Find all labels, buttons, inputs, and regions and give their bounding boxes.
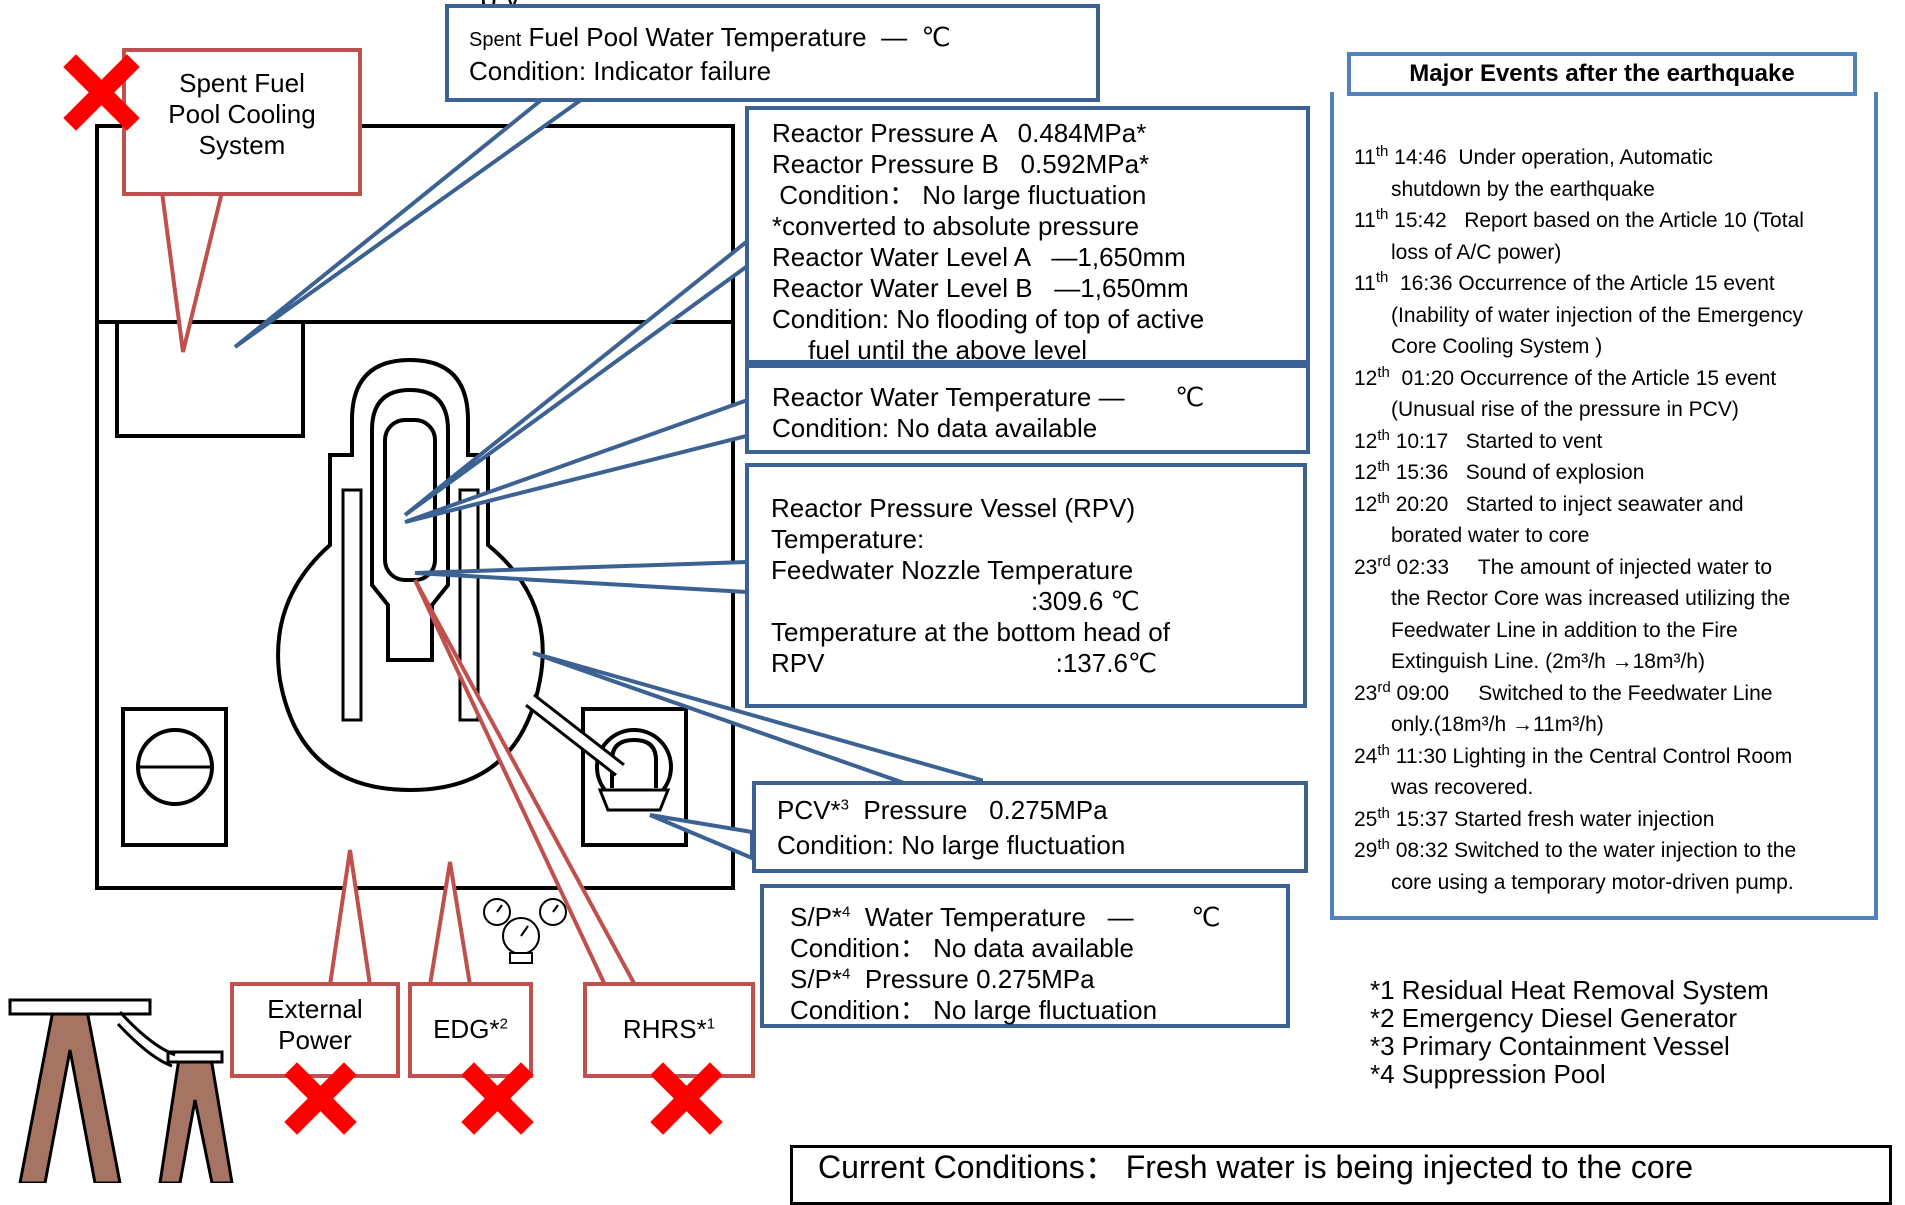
spent-fuel-pool — [115, 320, 305, 438]
core — [383, 418, 437, 582]
reactor-water-temperature-callout: Reactor Water Temperature — ℃ Condition:… — [745, 364, 1310, 454]
event-item: 12th 01:20 Occurrence of the Article 15 … — [1354, 363, 1777, 422]
failure-cross-icon — [284, 1062, 357, 1135]
event-item: 23rd 09:00 Switched to the Feedwater Lin… — [1354, 678, 1773, 737]
event-item: 12th 20:20 Started to inject seawater an… — [1354, 489, 1744, 548]
edg-label: EDG*2 — [408, 982, 533, 1078]
event-item: 29th 08:32 Switched to the water injecti… — [1354, 836, 1797, 894]
shield-wall-left — [341, 488, 363, 722]
spent-fuel-pool-cooling-label: Spent Fuel Pool Cooling System — [122, 48, 362, 196]
power-pylon-icon — [8, 998, 234, 1183]
event-item: 12th 15:36 Sound of explosion — [1354, 458, 1645, 484]
rpv-temperature-callout: Reactor Pressure Vessel (RPV) Temperatur… — [745, 463, 1307, 708]
blue-callout-pointers — [233, 95, 983, 862]
suppression-pool-box — [581, 707, 688, 847]
major-events-title: Major Events after the earthquake — [1347, 52, 1857, 96]
red-callout-pointers — [159, 190, 639, 987]
reactor-pressure-level-callout: Reactor Pressure A 0.484MPa* Reactor Pre… — [745, 106, 1310, 365]
left-equipment-box — [121, 707, 228, 847]
event-item: 23rd 02:33 The amount of injected water … — [1354, 552, 1791, 674]
event-item: 25th 15:37 Started fresh water injection — [1354, 804, 1715, 831]
failure-cross-icon — [461, 1062, 534, 1135]
footnotes: *1 Residual Heat Removal System *2 Emerg… — [1370, 975, 1769, 1089]
pcv-pressure-callout: PCV*3 Pressure 0.275MPa Condition: No la… — [752, 781, 1308, 873]
failure-cross-icon — [63, 54, 140, 131]
failure-cross-icon — [650, 1062, 723, 1135]
event-item: 12th 10:17 Started to vent — [1354, 426, 1603, 453]
event-item: 24th 11:30 Lighting in the Central Contr… — [1354, 741, 1793, 800]
external-power-label: External Power — [230, 982, 400, 1078]
event-item: 11th 15:42 Report based on the Article 1… — [1354, 206, 1804, 264]
suppression-pool-callout: S/P*4 Water Temperature — ℃ Condition： N… — [760, 884, 1290, 1028]
current-conditions: Current Conditions： Fresh water is being… — [790, 1145, 1892, 1205]
spent-fuel-pool-temperature-callout: Spent Fuel Pool Water Temperature — ℃ Co… — [445, 4, 1100, 102]
shield-wall-right — [458, 488, 480, 722]
event-item: 11th 16:36 Occurrence of the Article 15 … — [1354, 269, 1804, 358]
gauges-icon — [483, 898, 567, 964]
